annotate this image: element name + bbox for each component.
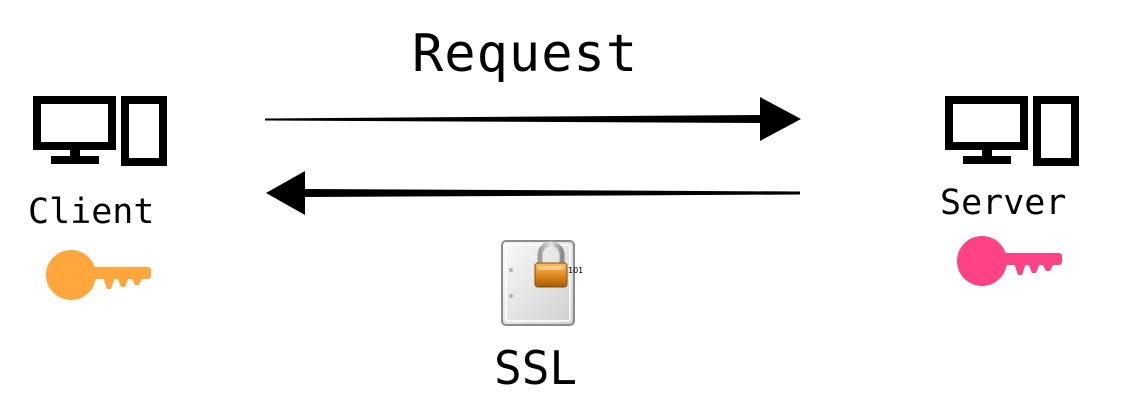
request-label: Request bbox=[412, 24, 639, 84]
request-arrow bbox=[265, 97, 801, 141]
svg-text:101: 101 bbox=[568, 266, 583, 275]
ssl-label: SSL bbox=[494, 341, 578, 395]
response-arrow bbox=[266, 171, 800, 215]
client-label: Client bbox=[28, 192, 155, 232]
client-computer-icon bbox=[33, 96, 167, 166]
client-key-icon bbox=[46, 250, 151, 300]
server-computer-icon bbox=[945, 96, 1079, 166]
ssl-certificate-lock-icon: 101 bbox=[501, 240, 583, 326]
server-label: Server bbox=[940, 183, 1067, 223]
server-key-icon bbox=[957, 236, 1062, 286]
